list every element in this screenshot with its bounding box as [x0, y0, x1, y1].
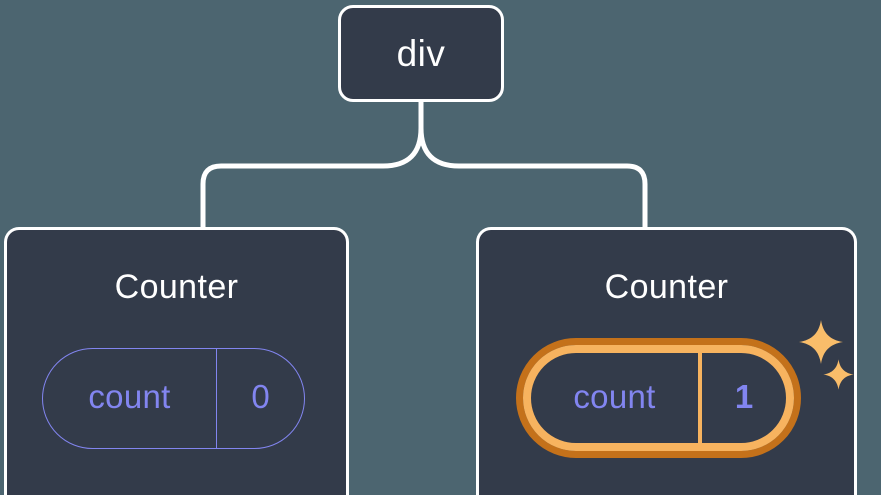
state-pill-count-left[interactable]: count 0: [42, 348, 305, 449]
sparkle-large-icon: [799, 320, 843, 364]
node-counter-right-title: Counter: [604, 268, 729, 306]
state-pill-count-right[interactable]: count 1: [523, 345, 794, 451]
state-value-label: 0: [251, 378, 270, 415]
state-value-label: 1: [734, 377, 754, 415]
sparkle-small-icon: [823, 359, 854, 390]
state-key-label: count: [43, 349, 217, 448]
node-div[interactable]: div: [338, 5, 504, 102]
state-pill-highlight-ring: [516, 338, 801, 458]
node-counter-right[interactable]: Counter: [476, 227, 857, 495]
node-counter-left-title: Counter: [114, 268, 239, 306]
node-div-label: div: [396, 33, 446, 74]
state-key-label: count: [531, 353, 702, 443]
